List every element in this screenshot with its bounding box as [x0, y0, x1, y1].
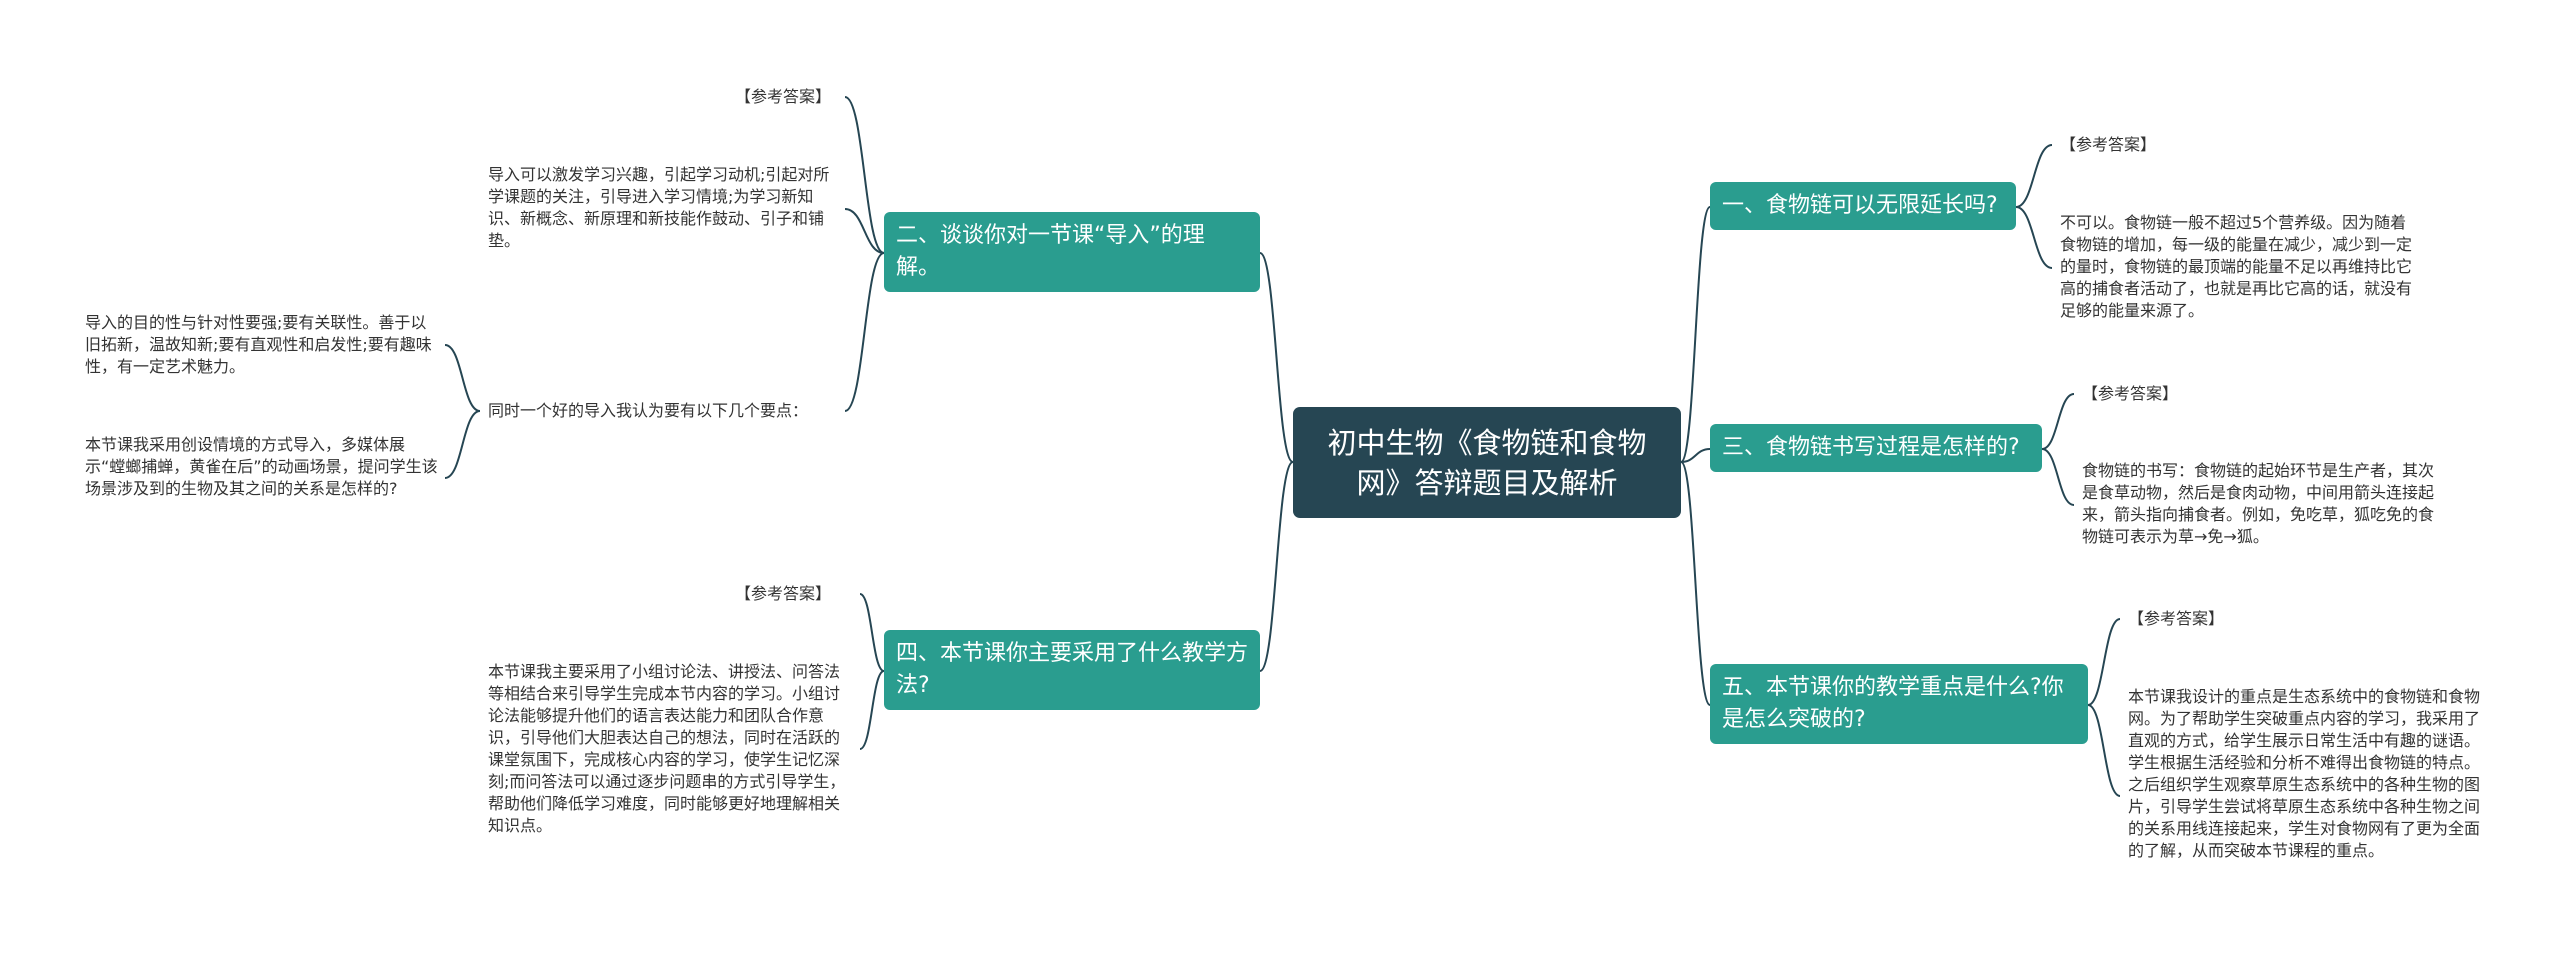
- q2-point-2: 本节课我采用创设情境的方式导入，多媒体展示“螳螂捕蝉，黄雀在后”的动画场景，提问…: [85, 435, 438, 498]
- topic-q1-title: 一、食物链可以无限延长吗?: [1722, 193, 1998, 218]
- q2-points-title: 同时一个好的导入我认为要有以下几个要点：: [488, 401, 809, 420]
- topic-q2-title: 二、谈谈你对一节课“导入”的理解。: [896, 223, 1205, 280]
- q2-point-1: 导入的目的性与针对性要强;要有关联性。善于以旧拓新，温故知新;要有直观性和启发性…: [85, 313, 432, 376]
- link-q3-answer-label: [2041, 393, 2075, 450]
- topic-q4-title: 四、本节课你主要采用了什么教学方法?: [896, 641, 1249, 698]
- q5-answer-text: 本节课我设计的重点是生态系统中的食物链和食物网。为了帮助学生突破重点内容的学习，…: [2128, 687, 2481, 860]
- link-q2-points: [844, 252, 885, 412]
- link-q2-answer-label: [844, 96, 885, 254]
- q2-answer-text: 导入可以激发学习兴趣，引起学习动机;引起对所学课题的关注，引导进入学习情境;为学…: [488, 165, 830, 250]
- topic-q1[interactable]: 一、食物链可以无限延长吗?: [1710, 182, 2016, 230]
- topic-q5-title: 五、本节课你的教学重点是什么?你是怎么突破的?: [1722, 675, 2064, 732]
- link-root-q4: [1259, 461, 1294, 672]
- link-root-q1: [1680, 206, 1711, 463]
- q4-answer-text: 本节课我主要采用了小组讨论法、讲授法、问答法等相结合来引导学生完成本节内容的学习…: [488, 662, 846, 835]
- link-root-q5: [1680, 461, 1711, 706]
- link-q4-answer: [859, 670, 885, 750]
- link-q4-answer-label: [859, 593, 885, 672]
- link-q5-answer-label: [2087, 618, 2121, 706]
- link-q3-answer: [2041, 448, 2075, 506]
- link-q1-answer: [2015, 206, 2053, 269]
- q1-answer-text: 不可以。食物链一般不超过5个营养级。因为随着食物链的增加，每一级的能量在减少，减…: [2060, 213, 2413, 320]
- q5-answer-label: 【参考答案】: [2128, 609, 2225, 628]
- topic-q3-title: 三、食物链书写过程是怎样的?: [1722, 435, 2020, 460]
- link-root-q3: [1680, 448, 1711, 463]
- link-q2-answer: [844, 208, 885, 254]
- q1-answer-label: 【参考答案】: [2060, 135, 2157, 154]
- topic-q5[interactable]: 五、本节课你的教学重点是什么?你是怎么突破的?: [1710, 664, 2088, 744]
- link-points-2: [444, 410, 481, 479]
- root-topic[interactable]: 初中生物《食物链和食物网》答辩题目及解析: [1293, 407, 1681, 518]
- topic-q3[interactable]: 三、食物链书写过程是怎样的?: [1710, 424, 2042, 472]
- q2-answer-label: 【参考答案】: [735, 87, 832, 106]
- q3-answer-text: 食物链的书写：食物链的起始环节是生产者，其次是食草动物，然后是食肉动物，中间用箭…: [2082, 461, 2435, 546]
- q3-answer-label: 【参考答案】: [2082, 384, 2179, 403]
- link-q1-answer-label: [2015, 144, 2053, 208]
- q4-answer-label: 【参考答案】: [735, 584, 832, 603]
- topic-q2[interactable]: 二、谈谈你对一节课“导入”的理解。: [884, 212, 1260, 292]
- topic-q4[interactable]: 四、本节课你主要采用了什么教学方法?: [884, 630, 1260, 710]
- link-q5-answer: [2087, 704, 2121, 797]
- link-root-q2: [1259, 252, 1294, 463]
- link-points-1: [444, 344, 481, 412]
- root-title: 初中生物《食物链和食物网》答辩题目及解析: [1327, 425, 1647, 500]
